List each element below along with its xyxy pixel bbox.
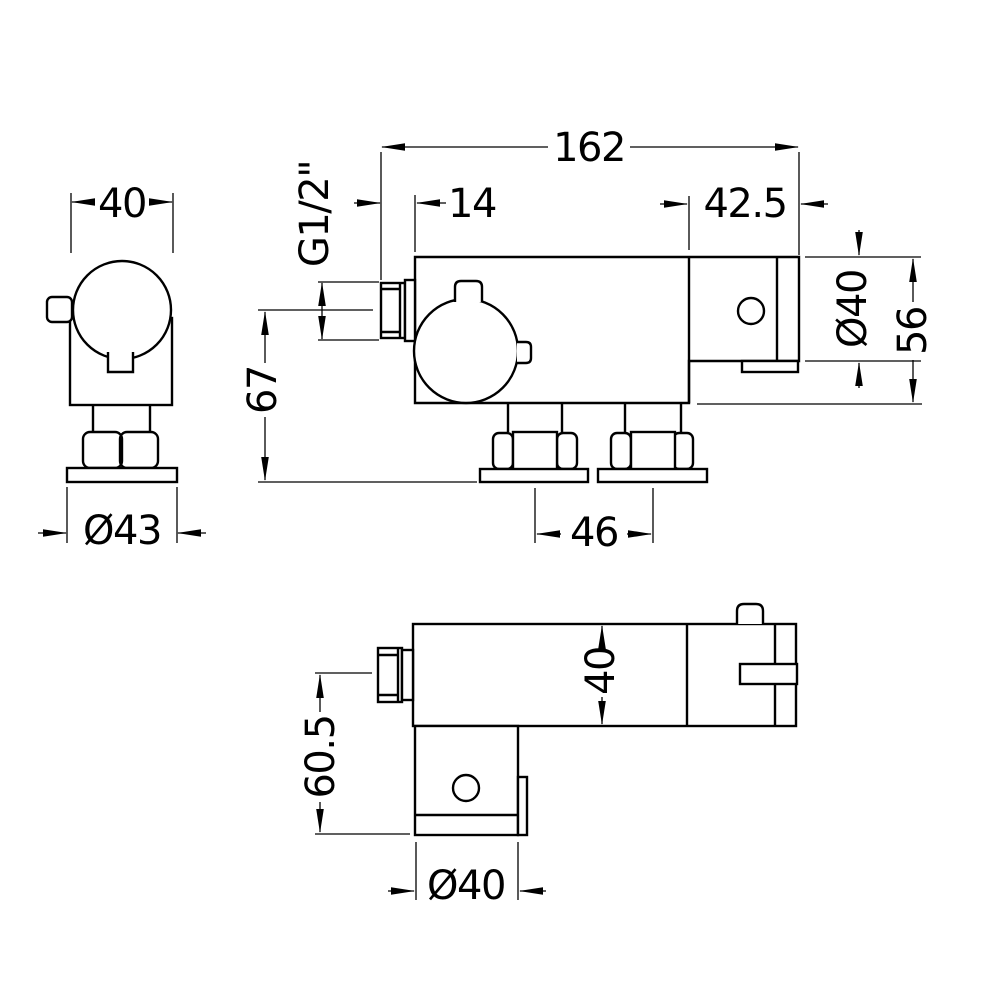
dim-label-flange-diameter: Ø43 (83, 508, 161, 554)
front-left-flange (478, 467, 590, 484)
plan-inlet-thread-detail (378, 648, 400, 702)
front-right-nut-flat-l (609, 431, 633, 471)
front-right-flange (596, 467, 709, 484)
front-knob-side-button (517, 340, 533, 365)
front-outlet-hole (736, 296, 766, 326)
dim-d40-extension-lines (805, 256, 921, 362)
dim-162-extension-lines (380, 152, 800, 280)
plan-outlet-side-tab (516, 775, 529, 837)
front-left-nut-center (511, 430, 559, 472)
dim-label-body-depth: 40 (578, 647, 624, 695)
bottom-view: 40 60.5 Ø40 (298, 602, 799, 909)
front-bottom-lip (740, 359, 800, 374)
plan-top-button (735, 602, 765, 624)
side-knob-notch (106, 352, 135, 374)
plan-outlet-hole (451, 773, 481, 803)
dim-67-reference-lines (258, 309, 477, 483)
dim-label-outlet-section: 42.5 (703, 181, 786, 227)
front-left-nut-flat-r (555, 431, 579, 471)
side-flange (65, 466, 179, 484)
side-hex-nut-left-face (81, 430, 124, 470)
side-tailpiece-stem (91, 405, 152, 432)
front-tailpiece-stems (506, 403, 683, 432)
front-view: 162 14 G1/2" 67 42.5 Ø40 56 46 (240, 125, 936, 556)
front-right-nut-center (629, 430, 677, 472)
front-left-nut-flat-l (491, 431, 515, 471)
dim-label-overall-length: 162 (553, 125, 625, 171)
front-inlet-thread (379, 281, 407, 340)
dim-d40h-extension-lines (415, 842, 519, 900)
plan-outlet-slot (738, 662, 799, 686)
dim-label-drop-to-flange: 67 (240, 366, 286, 414)
dim-label-side-width: 40 (98, 181, 146, 227)
front-control-knob (412, 297, 520, 405)
dim-46-extension-lines (534, 488, 654, 543)
dim-label-outlet-diameter: Ø40 (830, 270, 876, 348)
dim-label-inlet-protrusion: 14 (448, 181, 496, 227)
side-hex-nut-right-face (118, 430, 160, 470)
side-knob-circle (71, 259, 173, 361)
dim-label-outlet-drop: 60.5 (298, 715, 344, 798)
dim-g12-extension-lines (318, 281, 379, 341)
front-inlet-collar (403, 278, 417, 343)
dim-label-outlet-housing-diameter: Ø40 (427, 863, 505, 909)
plan-inlet-collar (400, 648, 415, 702)
side-view: 40 Ø43 (38, 181, 206, 554)
side-left-tab (45, 295, 74, 324)
front-knob-top-button (453, 279, 484, 302)
plan-outlet-housing (413, 724, 520, 837)
dim-605-reference-lines (315, 672, 410, 835)
front-inlet-thread-detail (381, 283, 402, 338)
dim-label-tail-centres: 46 (570, 510, 618, 556)
dim-label-inlet-thread: G1/2" (292, 161, 338, 267)
dim-label-body-height: 56 (890, 307, 936, 355)
